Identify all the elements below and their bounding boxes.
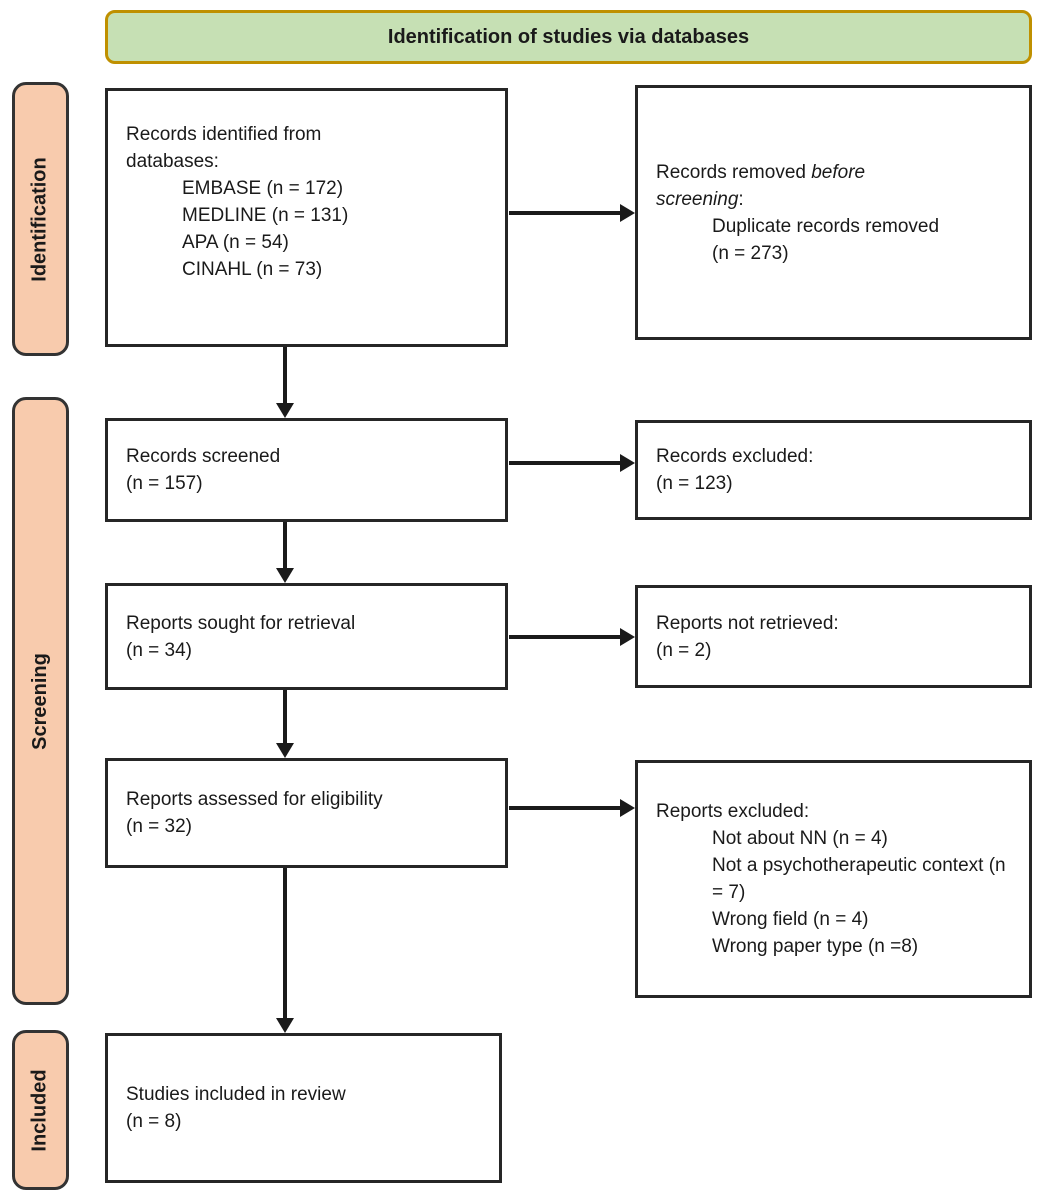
arrow-sought-to-not-retrieved [509,628,635,646]
stage-label-screening-text: Screening [29,652,52,750]
diagram-title-banner: Identification of studies via databases [105,10,1032,64]
stage-label-identification-text: Identification [29,156,52,282]
box-records-identified-title-line1: Records identified from [126,124,322,145]
box-records-identified: Records identified from databases: EMBAS… [105,88,508,347]
database-item: APA (n = 54) [182,232,289,253]
box-reports-sought: Reports sought for retrieval (n = 34) [105,583,508,690]
database-item: CINAHL (n = 73) [182,259,323,280]
box-reports-sought-line1: Reports sought for retrieval [126,612,356,634]
arrow-screened-to-excluded [509,454,635,472]
box-records-identified-title-line2: databases: [126,151,219,172]
box-studies-included: Studies included in review (n = 8) [105,1033,502,1183]
exclusion-reason: Not a psychotherapeutic context (n = 7) [712,855,1006,903]
exclusion-reason: Wrong field (n = 4) [712,909,869,930]
box-records-screened-line2: (n = 157) [126,473,203,494]
box-reports-not-retrieved-line2: (n = 2) [656,639,712,661]
stage-label-screening: Screening [12,397,69,1005]
box-reports-assessed-line2: (n = 32) [126,816,193,837]
box-reports-assessed: Reports assessed for eligibility (n = 32… [105,758,508,868]
arrow-screened-to-sought [276,522,294,583]
exclusion-reason: Wrong paper type (n =8) [712,936,919,957]
box-studies-included-line2: (n = 8) [126,1111,182,1132]
database-item: MEDLINE (n = 131) [182,205,349,226]
box-reports-excluded-title: Reports excluded: [656,801,810,822]
removed-item-count: (n = 273) [712,242,789,264]
box-reports-excluded: Reports excluded: Not about NN (n = 4) N… [635,760,1032,998]
diagram-title: Identification of studies via databases [387,25,750,48]
records-removed-italic1: before [811,161,866,183]
box-records-excluded-line2: (n = 123) [656,473,733,494]
arrow-assessed-to-excluded [509,799,635,817]
box-records-removed: Records removed before screening: Duplic… [635,85,1032,340]
box-records-screened-line1: Records screened [126,446,281,467]
arrow-identified-to-removed [509,204,635,222]
box-reports-not-retrieved: Reports not retrieved: (n = 2) [635,585,1032,688]
box-reports-assessed-line1: Reports assessed for eligibility [126,789,383,810]
stage-label-included-text: Included [29,1068,52,1152]
arrow-identified-to-screened [276,347,294,418]
box-studies-included-line1: Studies included in review [126,1084,346,1105]
stage-label-included: Included [12,1030,69,1190]
database-item: EMBASE (n = 172) [182,178,344,199]
exclusion-reason: Not about NN (n = 4) [712,828,888,849]
arrow-assessed-to-included [276,868,294,1033]
records-removed-italic2: screening [656,188,739,210]
stage-label-identification: Identification [12,82,69,356]
records-removed-suffix: : [738,188,744,210]
arrow-sought-to-assessed [276,690,294,758]
box-records-excluded-line1: Records excluded: [656,446,814,467]
box-records-removed-title-line2: screening: [656,186,1015,213]
box-records-excluded: Records excluded: (n = 123) [635,420,1032,520]
removed-item: Duplicate records removed [712,215,940,237]
box-reports-not-retrieved-line1: Reports not retrieved: [656,612,839,634]
box-reports-sought-line2: (n = 34) [126,639,193,661]
records-removed-regular: Records removed [656,161,812,183]
box-records-removed-title-line1: Records removed before [656,159,1015,186]
box-records-screened: Records screened (n = 157) [105,418,508,522]
